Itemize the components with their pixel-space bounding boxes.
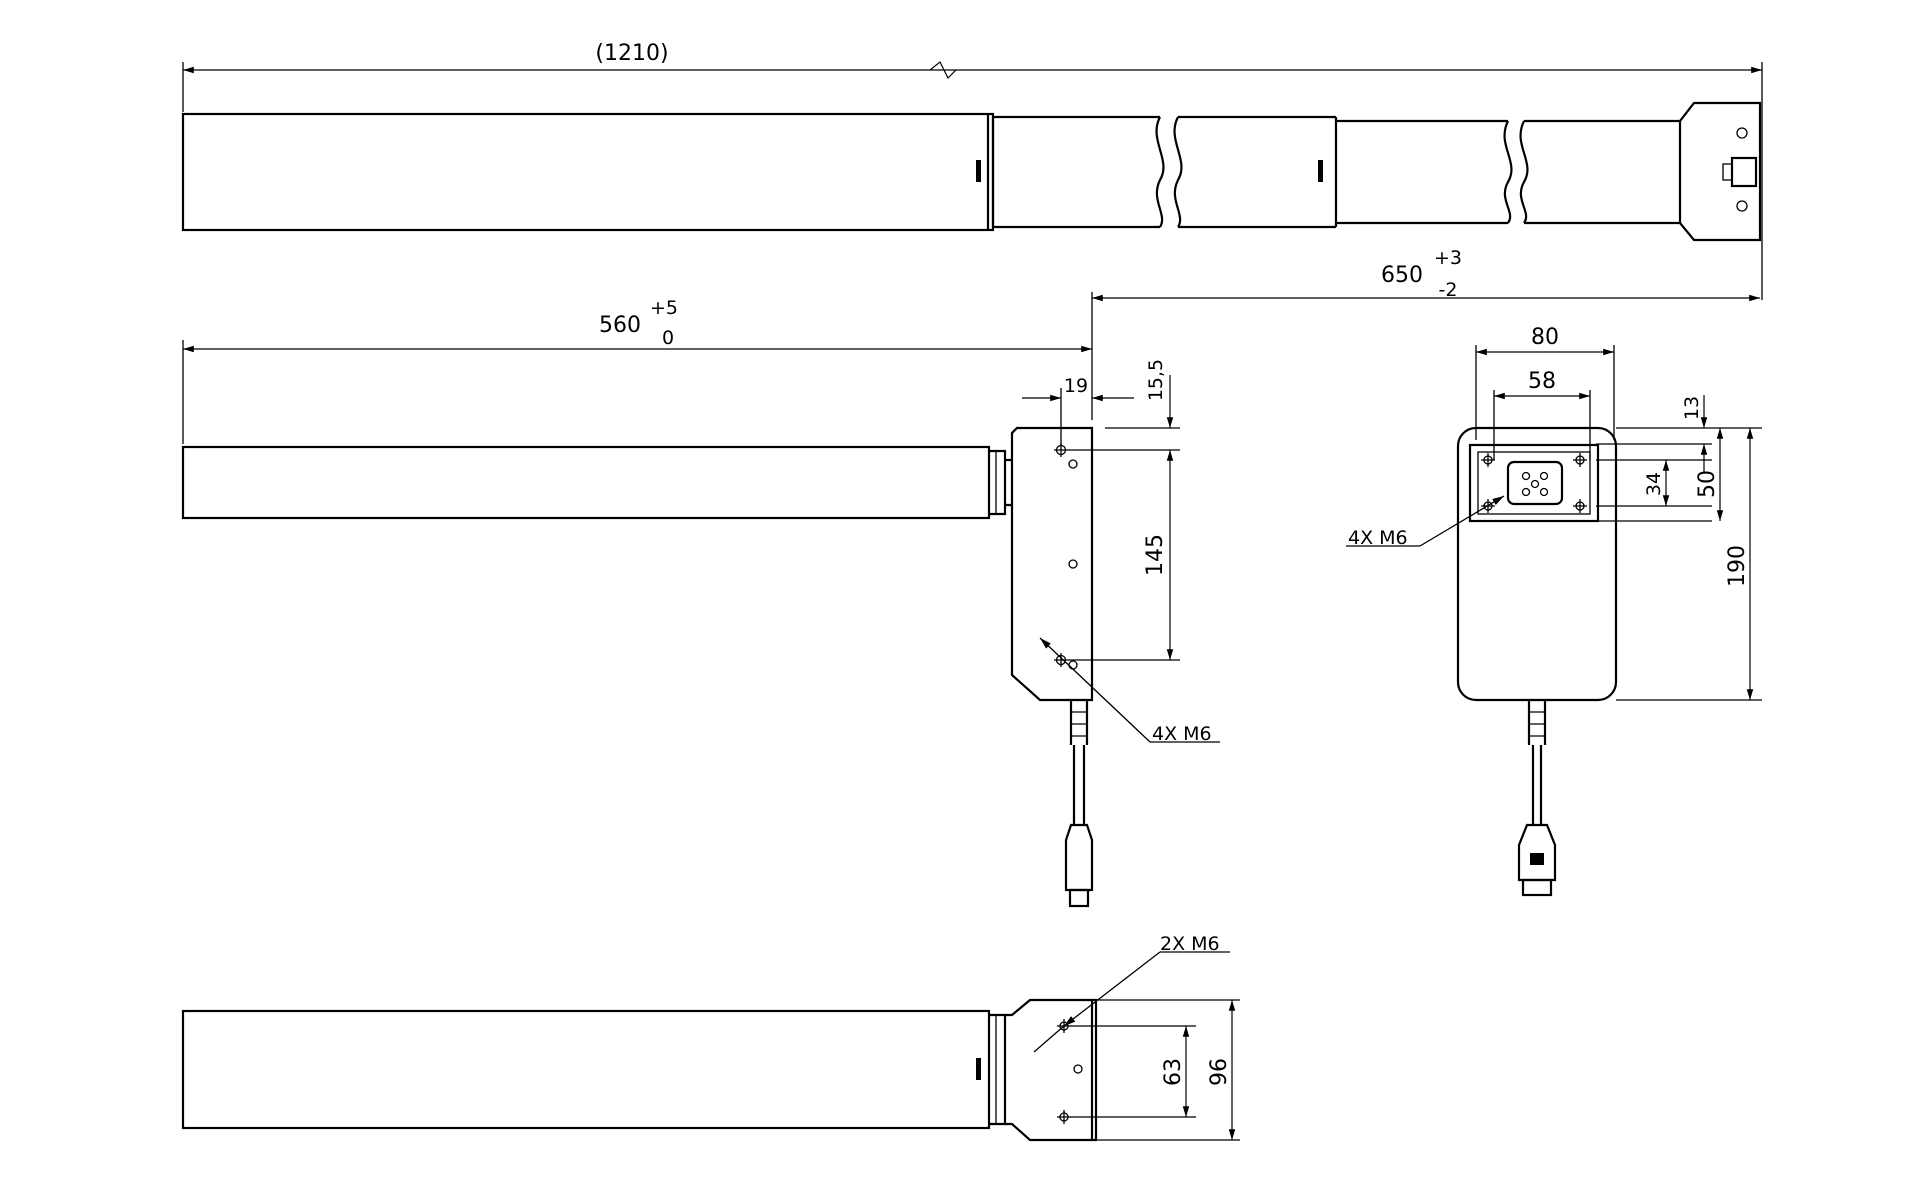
hole-offset-x: 19 xyxy=(1064,375,1088,397)
front-top-offset: 13 xyxy=(1681,396,1703,420)
front-cable-strain-relief xyxy=(1527,700,1547,745)
hole-spacing-front: 58 xyxy=(1528,369,1556,394)
side-holes-callout: 4X M6 xyxy=(1152,723,1212,745)
front-holes-callout: 4X M6 xyxy=(1348,527,1408,549)
front-motor-housing xyxy=(1456,426,1618,702)
connector-height: 34 xyxy=(1643,472,1665,496)
hole-offset-y: 15,5 xyxy=(1145,359,1167,401)
retracted-tol-minus: 0 xyxy=(662,327,674,349)
bottom-collar xyxy=(989,1013,1007,1126)
bottom-hole-spacing: 63 xyxy=(1161,1058,1186,1086)
bottom-view: 2X M6 63 96 xyxy=(181,933,1240,1142)
housing-height: 190 xyxy=(1725,545,1750,587)
hole-spacing-side: 145 xyxy=(1143,534,1168,576)
side-collar xyxy=(989,449,1007,516)
stroke-tol-plus: +3 xyxy=(1434,247,1462,269)
stroke-tol-minus: -2 xyxy=(1439,279,1458,301)
stroke-dimension: 650 +3 -2 xyxy=(1091,247,1760,420)
bottom-motor-housing xyxy=(1005,998,1098,1142)
retracted-tol-plus: +5 xyxy=(650,297,678,319)
bottom-holes-callout: 2X M6 xyxy=(1160,933,1220,955)
connector-icon xyxy=(1730,156,1758,188)
front-cable xyxy=(1531,745,1543,825)
front-cable-plug xyxy=(1517,823,1557,882)
side-tube xyxy=(181,445,991,520)
middle-tube xyxy=(991,115,1160,229)
housing-width: 80 xyxy=(1531,325,1559,350)
front-mounting-plate xyxy=(1468,443,1600,523)
front-connector xyxy=(1506,460,1564,506)
cable xyxy=(1072,745,1086,825)
side-motor-housing xyxy=(1010,426,1094,702)
cable-plug xyxy=(1064,823,1094,892)
motor-housing-top xyxy=(1678,101,1762,242)
side-view-retracted: 560 +5 0 19 15,5 145 4X M6 xyxy=(181,297,1220,908)
overall-length-label: (1210) xyxy=(595,41,668,66)
front-view: 80 58 13 xyxy=(1346,325,1762,897)
cable-strain-relief xyxy=(1069,700,1089,745)
tube-label-mark-2 xyxy=(1318,160,1323,182)
stroke-nominal: 650 xyxy=(1381,263,1423,288)
dim-break-mark xyxy=(929,61,957,80)
retracted-nominal: 560 xyxy=(599,313,641,338)
bottom-housing-width: 96 xyxy=(1207,1058,1232,1086)
top-view-extended: (1210) xyxy=(181,41,1763,300)
inner-tube xyxy=(1336,119,1508,225)
hole-spacing-vertical: 50 xyxy=(1695,470,1720,498)
outer-tube xyxy=(181,112,995,232)
bottom-tube xyxy=(181,1009,991,1130)
tube-label-mark xyxy=(976,160,981,182)
